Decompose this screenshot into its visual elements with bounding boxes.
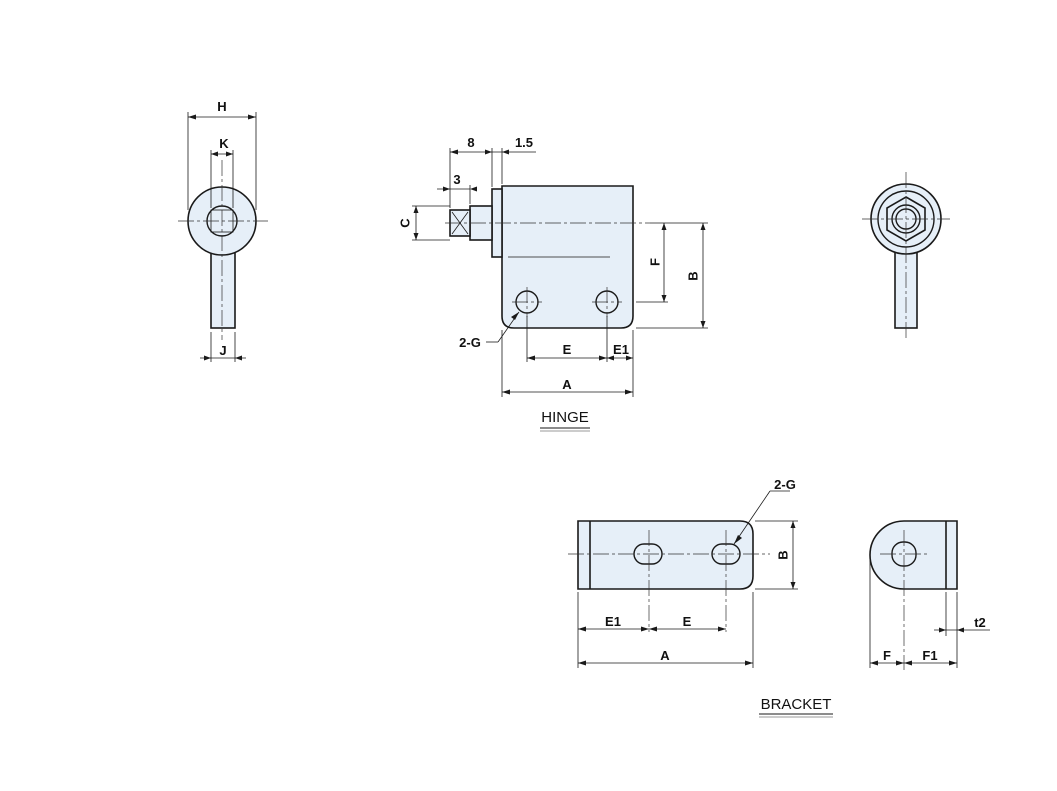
- hinge-dim-3: 3: [453, 172, 460, 187]
- bracket-dim-A: A: [660, 648, 670, 663]
- hinge-dim-1.5: 1.5: [515, 135, 533, 150]
- hinge-dim-C: C: [397, 218, 412, 228]
- hinge-dim-E1: E1: [613, 342, 629, 357]
- bracket-plate: [577, 520, 754, 590]
- bracket-dim-2-G: 2-G: [774, 477, 796, 492]
- hinge-left-stem: [210, 251, 236, 329]
- hinge-dim-E: E: [563, 342, 572, 357]
- bracket-dim-E1: E1: [605, 614, 621, 629]
- hinge-dim-J: J: [219, 343, 226, 358]
- bracket-front-view: 2-G B E1 E A: [568, 477, 798, 668]
- hinge-side-view-left: H K J: [178, 99, 268, 362]
- hinge-side-view-right: [862, 172, 950, 340]
- hinge-dim-2-G: 2-G: [459, 335, 481, 350]
- bracket-side-body: [869, 520, 958, 590]
- bracket-dim-t2: t2: [974, 615, 986, 630]
- hinge-title: HINGE: [541, 409, 589, 426]
- bracket-dim-F: F: [883, 648, 891, 663]
- hinge-dim-A: A: [562, 377, 572, 392]
- hinge-dim-8: 8: [467, 135, 474, 150]
- hinge-dim-B: B: [685, 271, 700, 280]
- hinge-dim-K: K: [219, 136, 229, 151]
- bracket-dim-F1: F1: [922, 648, 937, 663]
- bracket-dim-E: E: [683, 614, 692, 629]
- hinge-dim-H: H: [217, 99, 226, 114]
- bracket-side-view: F F1 t2 BRACKET: [759, 520, 990, 718]
- bracket-title: BRACKET: [761, 696, 832, 713]
- hinge-dim-F: F: [647, 258, 662, 266]
- hinge-front-view: 8 1.5 3 C F B 2-G: [397, 135, 708, 432]
- bracket-dim-B: B: [775, 550, 790, 559]
